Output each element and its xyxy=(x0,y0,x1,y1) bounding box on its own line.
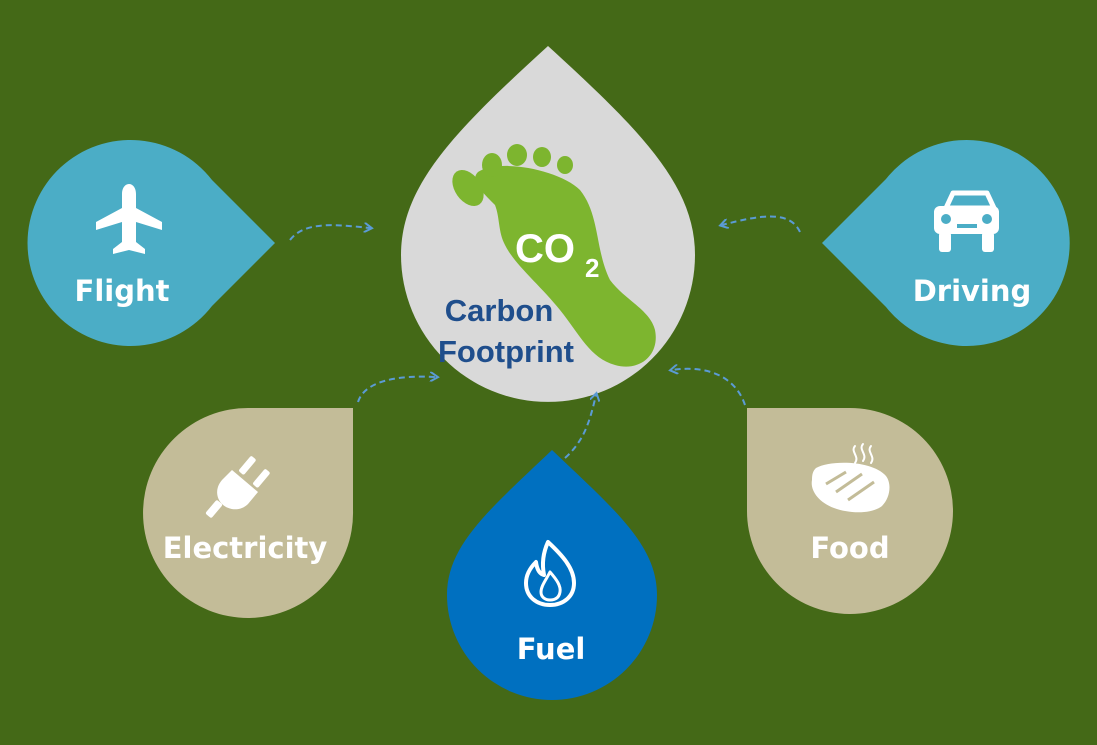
electricity-drop-shape xyxy=(143,407,354,618)
arrow-food-to-center xyxy=(672,369,746,406)
footprint-icon xyxy=(452,144,656,367)
car-icon xyxy=(934,190,999,252)
node-food[interactable]: Food xyxy=(746,408,953,614)
center-title-line2: Footprint xyxy=(438,334,574,369)
flight-label: Flight xyxy=(75,274,170,308)
plug-icon xyxy=(205,456,270,518)
arrow-fuel-to-center xyxy=(564,395,596,459)
co2-subscript: 2 xyxy=(585,253,599,283)
arrow-flight-to-center xyxy=(289,225,370,241)
food-label: Food xyxy=(810,531,889,565)
steak-icon xyxy=(811,443,890,513)
fuel-label: Fuel xyxy=(517,632,586,666)
airplane-icon xyxy=(96,184,162,254)
node-fuel[interactable]: Fuel xyxy=(447,450,657,700)
node-electricity[interactable]: Electricity xyxy=(143,407,354,618)
node-flight[interactable]: Flight xyxy=(27,140,275,346)
electricity-label: Electricity xyxy=(163,531,328,565)
arrow-driving-to-center xyxy=(722,215,801,233)
flight-drop-shape xyxy=(27,140,275,346)
arrow-electricity-to-center xyxy=(357,377,436,403)
node-driving[interactable]: Driving xyxy=(822,140,1070,346)
co2-text: CO xyxy=(515,227,575,271)
center-drop: CO 2 Carbon Footprint xyxy=(401,46,695,402)
driving-label: Driving xyxy=(913,274,1032,308)
flame-icon xyxy=(524,540,576,607)
center-title-line1: Carbon xyxy=(445,293,554,328)
